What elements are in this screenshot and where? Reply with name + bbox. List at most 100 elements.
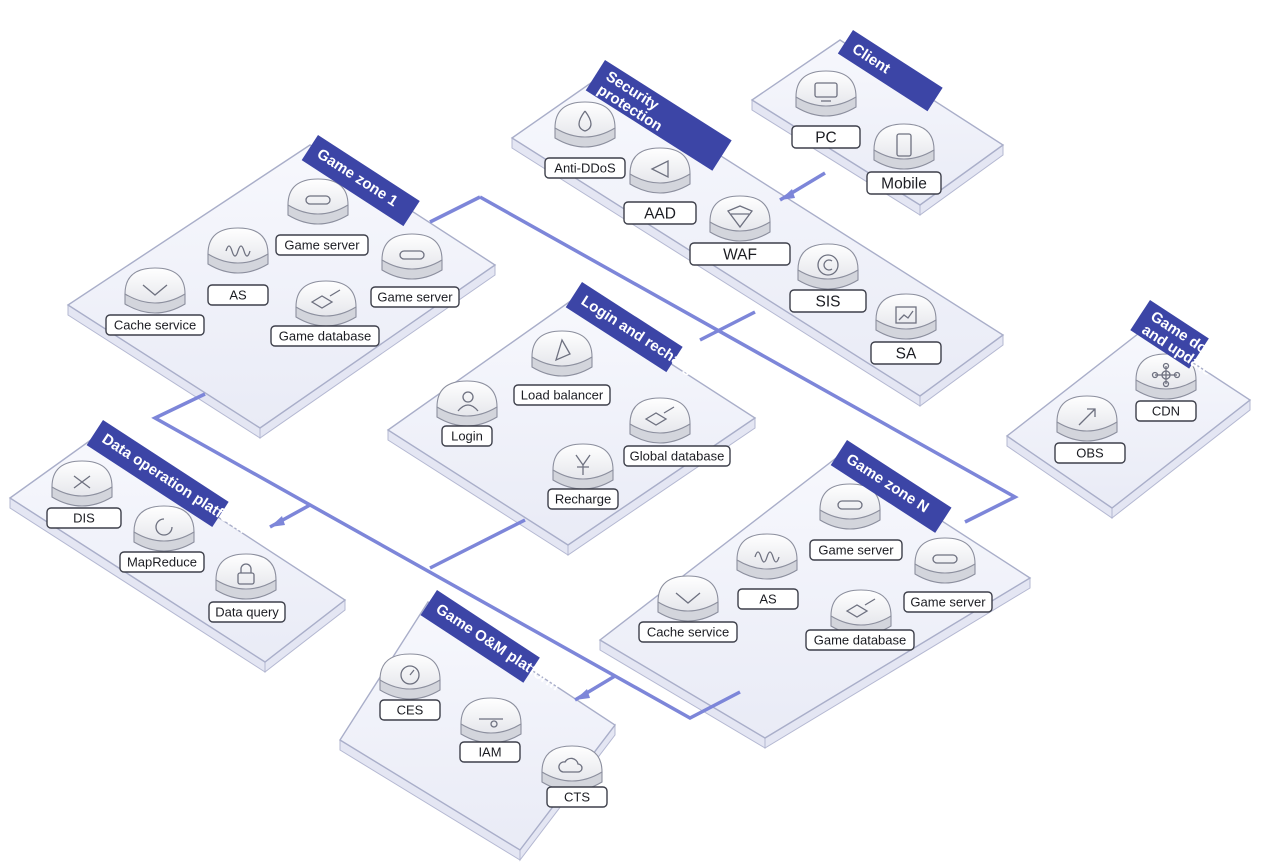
pc-icon [795, 70, 857, 117]
service-label: Game database [805, 629, 915, 651]
server-icon [381, 233, 443, 280]
service-label: Game database [270, 325, 380, 347]
service-label: OBS [1054, 442, 1126, 464]
label-box [379, 699, 441, 721]
service-label: Cache service [638, 621, 738, 643]
user-icon [436, 380, 498, 427]
label-box [105, 314, 205, 336]
teardrop-icon [554, 101, 616, 148]
server-icon [914, 537, 976, 584]
service-name: Login [451, 429, 483, 444]
label-box [459, 741, 521, 763]
icon-face [133, 505, 195, 542]
connector-line [429, 195, 481, 224]
service-label: CTS [546, 786, 608, 808]
service-name: AAD [644, 206, 676, 223]
service-label: Game server [275, 234, 369, 256]
arrowhead-icon [270, 516, 285, 527]
banner-background [837, 30, 943, 112]
banner-background [1130, 300, 1209, 369]
arrowhead-icon [780, 189, 795, 200]
balancer-icon [531, 330, 593, 377]
connector-line [151, 392, 741, 720]
service-label: CDN [1135, 400, 1197, 422]
service-name: Game server [377, 290, 453, 305]
connector-line [479, 195, 1019, 524]
label-box [903, 591, 993, 613]
label-box [789, 289, 867, 313]
upload-arrow-icon [1056, 395, 1118, 442]
service-name: Load balancer [521, 388, 604, 403]
label-box [1054, 442, 1126, 464]
service-name: Game database [814, 633, 907, 648]
service-name: Anti-DDoS [554, 161, 616, 176]
banner-background [420, 590, 540, 683]
service-label: AS [207, 284, 269, 306]
service-name: Cache service [114, 318, 196, 333]
icon-face [51, 460, 113, 497]
label-box [809, 539, 903, 561]
service-name: AS [759, 592, 777, 607]
icon-face [531, 330, 593, 367]
icon-face [657, 575, 719, 612]
banner-background [585, 59, 732, 171]
id-icon [460, 697, 522, 744]
service-name: Recharge [555, 492, 611, 507]
icon-face [795, 70, 857, 107]
service-name: Game server [284, 238, 360, 253]
arrowhead-icon [575, 689, 590, 700]
yen-icon [552, 443, 614, 490]
service-label: Global database [623, 445, 731, 467]
icon-face [873, 123, 935, 160]
label-box [870, 341, 942, 365]
icon-face [215, 553, 277, 590]
service-name: CES [397, 703, 424, 718]
service-name: PC [815, 130, 837, 147]
label-box [46, 507, 122, 529]
label-box [791, 125, 861, 149]
service-name: Mobile [881, 176, 927, 193]
service-label: Load balancer [513, 384, 611, 406]
icon-face [552, 443, 614, 480]
label-box [370, 286, 460, 308]
zone-game-zone-n [598, 454, 1032, 749]
icon-face [554, 101, 616, 138]
service-name: DIS [73, 511, 95, 526]
service-label: Anti-DDoS [544, 157, 626, 179]
banner-background [565, 282, 683, 373]
service-name: IAM [478, 745, 501, 760]
database-icon [629, 397, 691, 444]
label-box [119, 551, 205, 573]
service-label: Game server [903, 591, 993, 613]
label-box [207, 284, 269, 306]
service-label: PC [791, 125, 861, 149]
service-name: Game database [279, 329, 372, 344]
network-icon [1135, 353, 1197, 400]
gauge-icon [379, 653, 441, 700]
service-name: CDN [1152, 404, 1180, 419]
service-label: CES [379, 699, 441, 721]
service-name: Global database [630, 449, 725, 464]
service-name: Game server [910, 595, 986, 610]
service-label: Game server [370, 286, 460, 308]
shield-icon [709, 195, 771, 242]
icon-face [736, 533, 798, 570]
service-label: Recharge [547, 488, 619, 510]
label-box [544, 157, 626, 179]
icon-face [541, 745, 603, 782]
refresh-icon [133, 505, 195, 552]
server-icon [287, 178, 349, 225]
chevron-icon [657, 575, 719, 622]
label-box [623, 201, 697, 225]
service-label: SIS [789, 289, 867, 313]
icon-face [436, 380, 498, 417]
label-box [441, 425, 493, 447]
wave-icon [736, 533, 798, 580]
copyright-icon [797, 243, 859, 290]
service-label: Login [441, 425, 493, 447]
service-name: WAF [723, 247, 757, 264]
chart-icon [875, 293, 937, 340]
service-label: AAD [623, 201, 697, 225]
label-box [737, 588, 799, 610]
service-name: Cache service [647, 625, 729, 640]
